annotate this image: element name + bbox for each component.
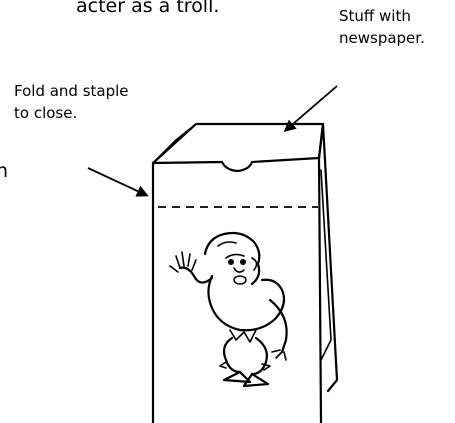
troll-drawing [170, 233, 287, 386]
arrow-to-fold-line [88, 168, 146, 195]
